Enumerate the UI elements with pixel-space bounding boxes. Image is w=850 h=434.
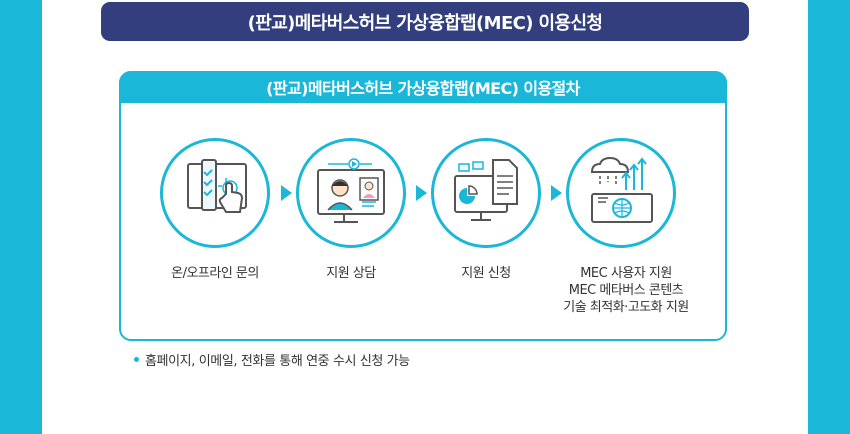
step-1-label: 온/오프라인 문의 [140,265,290,282]
step-4-label-line-1: MEC 사용자 지원 [580,266,672,281]
step-1-circle [160,138,270,248]
step-1-label-line-1: 온/오프라인 문의 [171,266,259,281]
step-3-label: 지원 신청 [411,265,561,282]
step-4-label-line-3: 기술 최적화·고도화 지원 [563,300,689,315]
bullet-icon [134,357,139,362]
step-2-circle [296,138,406,248]
procedure-header: (판교)메타버스허브 가상융합랩(MEC) 이용절차 [119,71,727,103]
arrow-1 [281,185,292,201]
document-apply-icon [454,159,518,221]
step-4-circle [566,138,676,248]
step-4-label: MEC 사용자 지원 MEC 메타버스 콘텐츠 기술 최적화·고도화 지원 [546,265,706,316]
note-text: 홈페이지, 이메일, 전화를 통해 연중 수시 신청 가능 [145,354,410,369]
video-consult-icon [317,158,385,223]
step-4-label-line-2: MEC 메타버스 콘텐츠 [568,283,684,298]
note: 홈페이지, 이메일, 전화를 통해 연중 수시 신청 가능 [134,350,410,369]
arrow-3 [551,185,562,201]
page-title: (판교)메타버스허브 가상융합랩(MEC) 이용신청 [101,2,749,41]
step-2-label: 지원 상담 [276,265,426,282]
step-3-label-line-1: 지원 신청 [461,266,511,281]
cloud-optimize-icon [590,156,653,223]
step-2-label-line-1: 지원 상담 [326,266,376,281]
arrow-2 [416,185,427,201]
checklist-touch-icon [187,159,247,213]
step-3-circle [431,138,541,248]
